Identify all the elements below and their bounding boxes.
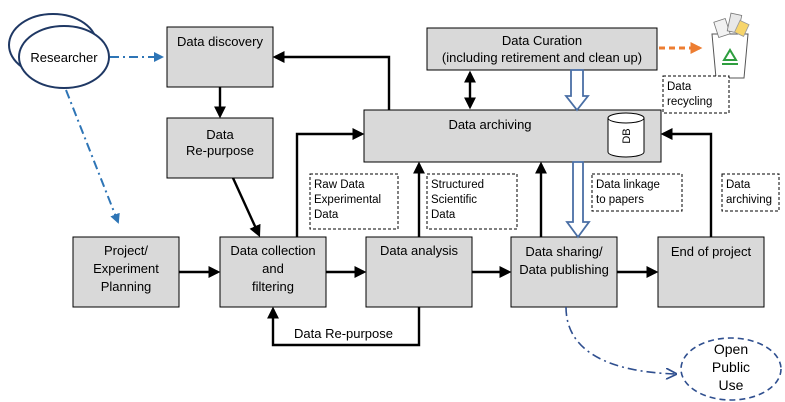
data-sharing-box: Data sharing/ Data publishing bbox=[510, 236, 618, 308]
collection-to-archiving-arrow bbox=[295, 128, 365, 237]
recycle-bin-icon bbox=[711, 12, 750, 79]
researcher-to-planning-arrow bbox=[65, 89, 120, 224]
open-public-use-line-3: Use bbox=[719, 377, 744, 393]
data-linkage-note-line-1: Data linkage bbox=[596, 179, 660, 191]
data-discovery-label: Data discovery bbox=[177, 34, 263, 49]
data-analysis-label: Data analysis bbox=[380, 243, 459, 258]
structured-data-note: Structured Scientific Data bbox=[426, 173, 518, 230]
data-recycling-note-line-2: recycling bbox=[667, 96, 712, 108]
data-archiving-note: Data archiving bbox=[721, 173, 780, 212]
data-repurpose-loop-label: Data Re-purpose bbox=[294, 326, 393, 341]
data-analysis-box: Data analysis bbox=[365, 236, 473, 308]
structured-data-note-line-2: Scientific bbox=[431, 194, 477, 206]
open-public-use-line-2: Public bbox=[712, 359, 750, 375]
data-sharing-label-line-1: Data sharing/ bbox=[525, 244, 603, 259]
data-curation-label-line-1: Data Curation bbox=[502, 33, 582, 48]
raw-data-note-line-1: Raw Data bbox=[314, 179, 365, 191]
data-collection-box: Data collection and filtering bbox=[219, 236, 327, 308]
raw-data-note-line-3: Data bbox=[314, 209, 339, 221]
project-planning-box: Project/ Experiment Planning bbox=[72, 236, 180, 308]
data-curation-box: Data Curation (including retirement and … bbox=[426, 27, 658, 71]
sharing-to-public-use-arrow bbox=[565, 306, 676, 374]
archiving-to-discovery-arrow bbox=[272, 51, 391, 110]
data-collection-label-line-2: and bbox=[262, 261, 284, 276]
data-sharing-label-line-2: Data publishing bbox=[519, 262, 609, 277]
end-to-archiving-arrow bbox=[660, 128, 713, 237]
data-recycling-note: Data recycling bbox=[662, 75, 730, 114]
researcher-label: Researcher bbox=[30, 50, 98, 65]
database-label: DB bbox=[621, 128, 633, 143]
curation-to-archiving-hollow-arrow bbox=[564, 69, 590, 112]
project-planning-label-line-1: Project/ bbox=[104, 243, 148, 258]
data-repurpose-label-line-1: Data bbox=[206, 127, 234, 142]
data-curation-label-line-2: (including retirement and clean up) bbox=[442, 50, 642, 65]
researcher-front-oval bbox=[18, 25, 110, 89]
data-archiving-note-line-1: Data bbox=[726, 179, 751, 191]
structured-data-note-line-1: Structured bbox=[431, 179, 484, 191]
project-planning-label-line-3: Planning bbox=[101, 279, 152, 294]
data-archiving-note-line-2: archiving bbox=[726, 194, 772, 206]
open-public-use-oval: Open Public Use bbox=[680, 337, 782, 401]
data-repurpose-box: Data Re-purpose bbox=[166, 117, 274, 179]
archiving-to-sharing-hollow-arrow bbox=[565, 161, 591, 239]
structured-data-note-line-3: Data bbox=[431, 209, 456, 221]
data-linkage-note-line-2: to papers bbox=[596, 194, 644, 206]
analysis-repurpose-loop-arrow bbox=[267, 306, 421, 347]
data-archiving-label: Data archiving bbox=[448, 117, 531, 132]
data-collection-label-line-3: filtering bbox=[252, 279, 294, 294]
end-of-project-label: End of project bbox=[671, 244, 752, 259]
project-planning-label-line-2: Experiment bbox=[93, 261, 159, 276]
raw-data-note: Raw Data Experimental Data bbox=[309, 173, 399, 230]
data-recycling-note-line-1: Data bbox=[667, 81, 692, 93]
raw-data-note-line-2: Experimental bbox=[314, 194, 381, 206]
database-icon: DB bbox=[607, 112, 645, 158]
data-linkage-note: Data linkage to papers bbox=[591, 173, 683, 212]
end-of-project-box: End of project bbox=[657, 236, 765, 308]
data-discovery-box: Data discovery bbox=[166, 26, 274, 88]
researcher-actor: Researcher bbox=[8, 13, 110, 89]
data-repurpose-label-line-2: Re-purpose bbox=[186, 143, 254, 158]
open-public-use-line-1: Open bbox=[714, 341, 748, 357]
repurpose-to-collection-arrow bbox=[231, 177, 261, 238]
data-collection-label-line-1: Data collection bbox=[230, 243, 315, 258]
